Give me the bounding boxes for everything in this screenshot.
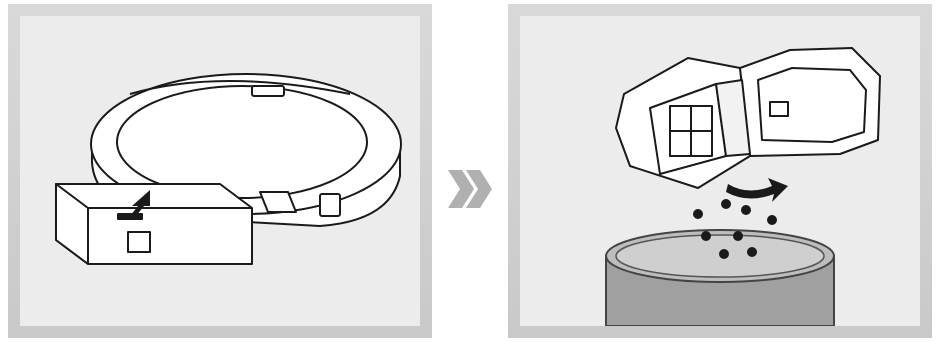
dustbin-emptying-illustration — [520, 16, 920, 326]
step-1-panel — [8, 4, 432, 338]
double-chevron-right-icon — [446, 168, 496, 210]
opened-dustbin — [616, 48, 880, 188]
debris-particle — [693, 209, 703, 219]
debris-particle — [741, 205, 751, 215]
pour-arrow-icon — [726, 178, 788, 202]
debris-particle — [721, 199, 731, 209]
step-2-panel — [508, 4, 932, 338]
debris-particle — [733, 231, 743, 241]
step-1-illustration — [20, 16, 420, 326]
robot-top-button — [252, 86, 284, 96]
step-2-illustration — [520, 16, 920, 326]
dustbin-handle-slot — [118, 214, 142, 219]
debris-particle — [719, 249, 729, 259]
robot-vacuum-dustbin-removal-illustration — [20, 16, 420, 326]
dustbin-lid-tab — [770, 102, 788, 116]
trash-bin — [606, 230, 834, 326]
dustbin-latch — [128, 232, 150, 252]
debris-particle — [767, 215, 777, 225]
robot-side-switch — [320, 194, 340, 216]
debris-particle — [701, 231, 711, 241]
debris-particle — [747, 247, 757, 257]
